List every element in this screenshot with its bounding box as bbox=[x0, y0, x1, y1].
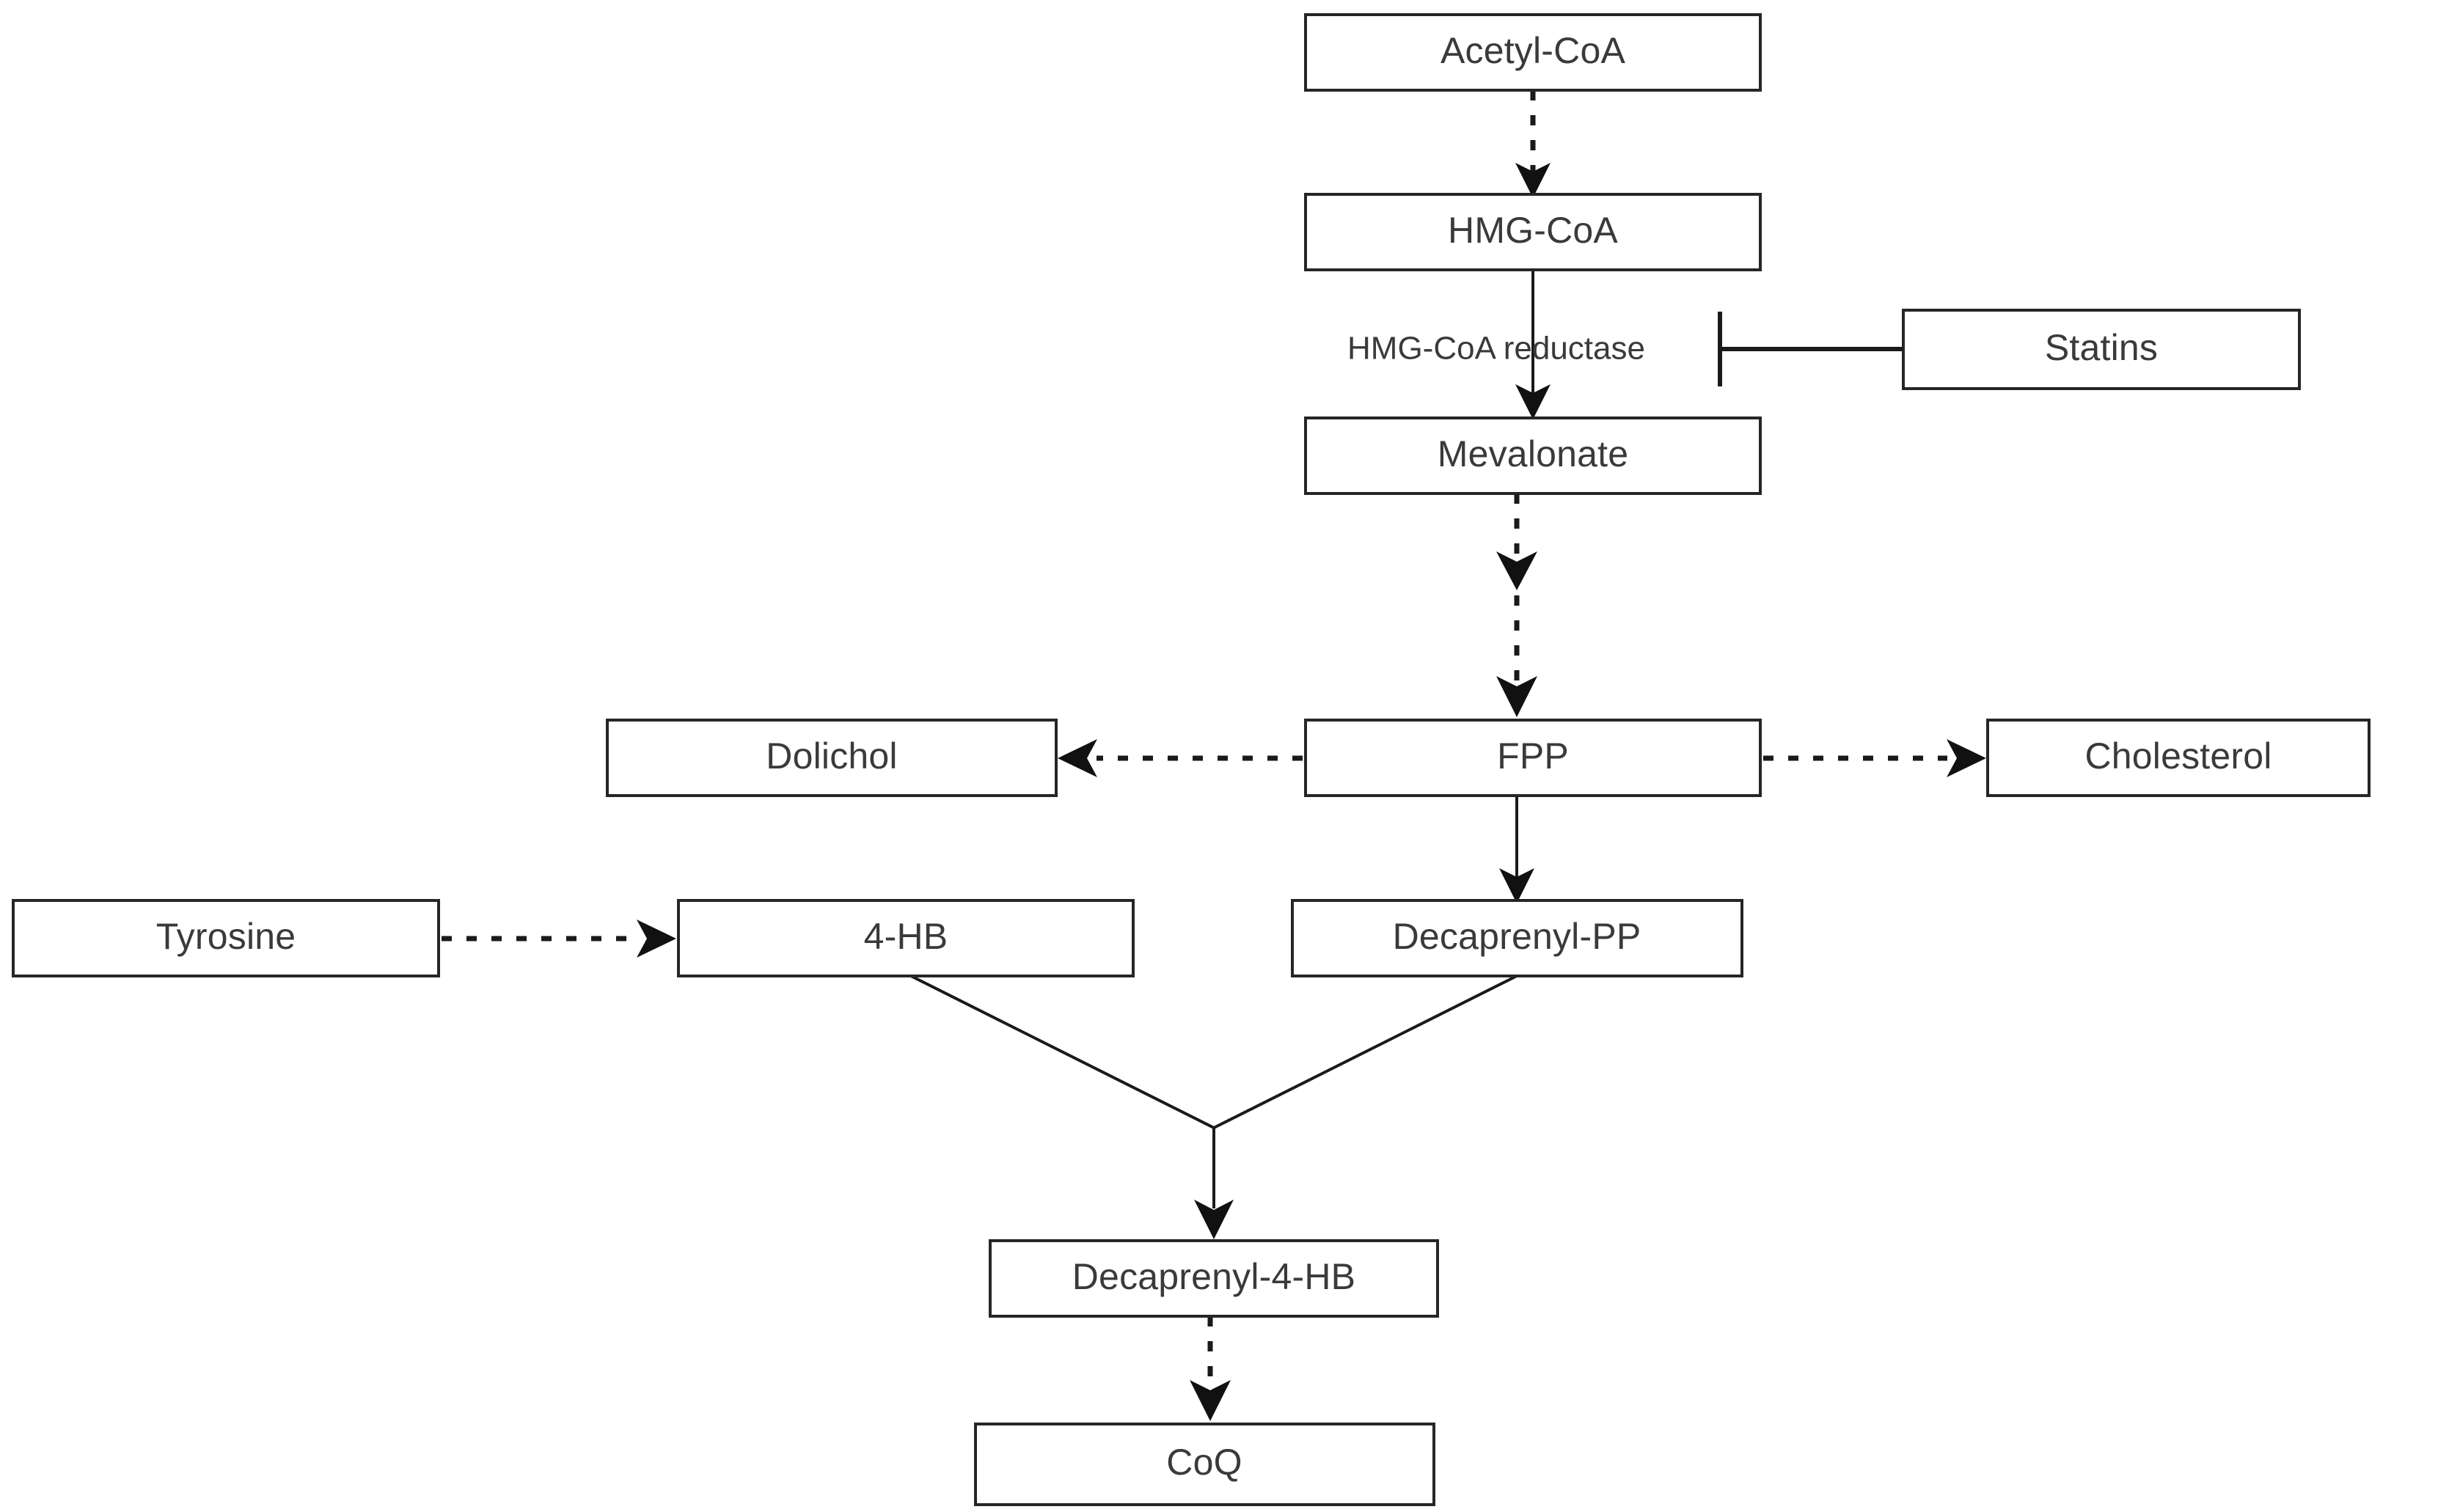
edge-fpp-to-dolichol bbox=[1058, 739, 1303, 777]
edge-statins-inhibition bbox=[1718, 312, 1903, 386]
enzyme-label-layer: HMG-CoA reductase bbox=[1347, 331, 1645, 367]
node-statins[interactable]: Statins bbox=[1902, 309, 2301, 390]
node-tyrosine[interactable]: Tyrosine bbox=[12, 899, 440, 977]
node-label-acetyl-coa: Acetyl-CoA bbox=[1441, 30, 1626, 71]
node-fpp[interactable]: FPP bbox=[1304, 719, 1762, 797]
node-acetyl-coa[interactable]: Acetyl-CoA bbox=[1304, 13, 1762, 92]
node-label-fpp: FPP bbox=[1497, 735, 1569, 777]
node-label-mevalonate: Mevalonate bbox=[1438, 433, 1629, 474]
node-4-hb[interactable]: 4-HB bbox=[677, 899, 1135, 977]
node-label-cholesterol: Cholesterol bbox=[2084, 735, 2272, 777]
node-label-hmg-coa: HMG-CoA bbox=[1448, 210, 1618, 251]
edge-layer bbox=[442, 90, 1986, 1421]
edge-converging-to-decaprenyl4hb bbox=[910, 975, 1518, 1239]
edge-fpp-to-cholesterol bbox=[1763, 739, 1986, 777]
node-label-dolichol: Dolichol bbox=[766, 735, 897, 777]
node-mevalonate[interactable]: Mevalonate bbox=[1304, 416, 1762, 495]
edge-acetyl-to-hmg bbox=[1515, 90, 1551, 198]
node-dolichol[interactable]: Dolichol bbox=[606, 719, 1058, 797]
node-cholesterol[interactable]: Cholesterol bbox=[1986, 719, 2371, 797]
enzyme-label-hmg-coa-reductase: HMG-CoA reductase bbox=[1347, 331, 1645, 367]
node-label-tyrosine: Tyrosine bbox=[156, 916, 296, 957]
node-label-coq: CoQ bbox=[1166, 1442, 1242, 1483]
node-decaprenyl-pp[interactable]: Decaprenyl-PP bbox=[1291, 899, 1743, 977]
edge-hmg-to-mevalonate bbox=[1515, 270, 1551, 419]
node-label-statins: Statins bbox=[2045, 327, 2158, 368]
edge-fpp-to-decaprenylpp bbox=[1499, 796, 1534, 903]
node-label-4-hb: 4-HB bbox=[864, 916, 948, 957]
edge-decaprenyl4hb-to-coq bbox=[1190, 1316, 1231, 1421]
node-label-decaprenyl-4-hb: Decaprenyl-4-HB bbox=[1072, 1256, 1355, 1297]
node-coq[interactable]: CoQ bbox=[974, 1423, 1435, 1506]
edge-mevalonate-to-fpp bbox=[1496, 493, 1537, 717]
node-label-decaprenyl-pp: Decaprenyl-PP bbox=[1393, 916, 1641, 957]
edge-tyrosine-to-4hb bbox=[442, 920, 676, 958]
node-layer: Acetyl-CoA HMG-CoA Statins Mevalonate Do… bbox=[12, 13, 2371, 1506]
node-hmg-coa[interactable]: HMG-CoA bbox=[1304, 193, 1762, 271]
node-decaprenyl-4-hb[interactable]: Decaprenyl-4-HB bbox=[989, 1239, 1439, 1318]
